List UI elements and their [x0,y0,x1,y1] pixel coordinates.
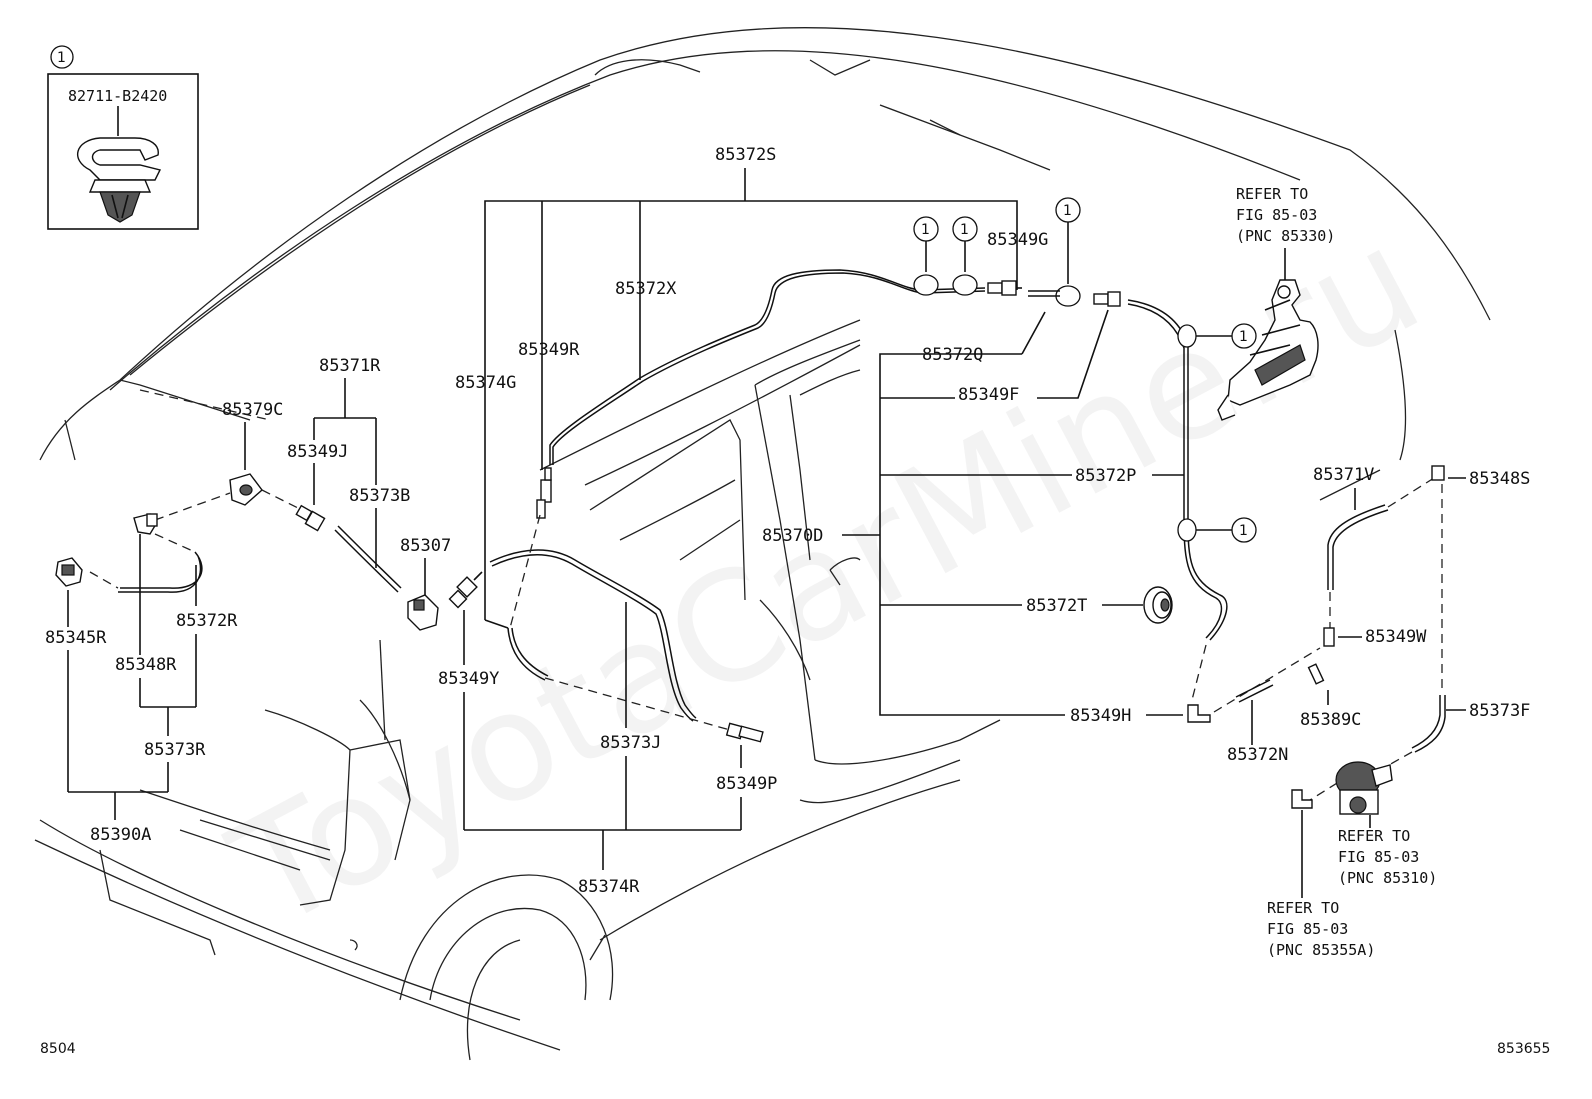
label-85371r: 85371R [319,356,381,376]
label-85372s: 85372S [715,145,776,165]
connector-85349y [448,571,483,609]
connector-85349g [987,280,1022,296]
label-85372x: 85372X [615,279,677,299]
label-85371v: 85371V [1313,465,1374,485]
bracket-85370d: 85372Q 85349F 85372P 85370D 85372T 85349… [762,309,1184,726]
callout-markers-top: 1 1 1 [913,197,1081,307]
connector-85349j [295,504,326,532]
svg-text:(PNC 85330): (PNC 85330) [1236,227,1335,245]
nozzle-85345r-icon [55,557,83,587]
hose-85372q [1028,290,1060,297]
label-85349p: 85349P [716,774,777,794]
svg-text:1: 1 [1063,203,1072,219]
left-assembly: 85371R 85379C 85349J 85373B 85307 [222,356,451,598]
svg-text:FIG 85-03: FIG 85-03 [1236,206,1317,224]
label-85389c: 85389C [1300,710,1361,730]
label-85372n: 85372N [1227,745,1288,765]
hose-85372r [118,551,203,593]
svg-text:(PNC 85310): (PNC 85310) [1338,869,1437,887]
page-code-left: 8504 [40,1041,76,1057]
nozzle-85307-icon [407,594,439,631]
inset-marker: 1 [57,50,66,66]
tee-85349w [1323,627,1335,647]
label-85373j: 85373J [600,733,661,753]
label-85307: 85307 [400,536,451,556]
hose-85374g-piece [507,627,549,681]
connector-85349f [1093,291,1121,307]
label-85374r: 85374R [578,877,640,897]
label-85349j: 85349J [287,442,348,462]
connector-85349r [536,467,552,519]
right-assembly: 85371V 85348S 85349W 85389C 85373F [1300,465,1530,801]
bracket-85390a: 85345R 85348R 85372R 85373R 85390A [45,534,238,845]
label-85372q: 85372Q [922,345,983,365]
svg-text:REFER TO: REFER TO [1236,185,1308,203]
elbow-85355a [1291,789,1313,898]
label-85348s: 85348S [1469,469,1530,489]
refer-note-85310: REFER TO FIG 85-03 (PNC 85310) [1338,827,1437,887]
svg-text:FIG 85-03: FIG 85-03 [1338,848,1419,866]
label-85373r: 85373R [144,740,206,760]
elbow-85348s [1431,465,1445,481]
label-85373f: 85373F [1469,701,1530,721]
hose-85372x-inner [552,272,986,465]
hose-85372x [549,269,986,465]
label-85372r: 85372R [176,611,238,631]
label-85349h: 85349H [1070,706,1131,726]
label-85370d: 85370D [762,526,823,546]
grommet-85379c [229,473,263,506]
grommet-85372t [1143,586,1173,624]
svg-text:FIG 85-03: FIG 85-03 [1267,920,1348,938]
refer-note-85355a: REFER TO FIG 85-03 (PNC 85355A) [1267,899,1375,959]
bracket-85372s: 85372S 85372X 85349R 85374G [455,145,1018,620]
clip-icon [77,137,162,223]
elbow-85348r [133,513,158,535]
washer-tank-icon [1217,248,1319,421]
label-85349w: 85349W [1365,627,1427,647]
label-85373b: 85373B [349,486,410,506]
refer-note-85330: REFER TO FIG 85-03 (PNC 85330) [1236,185,1335,245]
label-85349g: 85349G [987,230,1048,250]
connector-85349p [725,722,764,743]
hose-85373b [334,525,402,593]
label-85349f: 85349F [958,385,1019,405]
callout-marker-icon [50,45,74,69]
page-code-right: 853655 [1497,1041,1550,1057]
hose-85372p [1127,299,1228,641]
svg-text:1: 1 [1239,329,1248,345]
label-85374g: 85374G [455,373,516,393]
label-85349y: 85349Y [438,669,499,689]
inset-box: 1 82711-B2420 [47,45,199,230]
label-85379c: 85379C [222,400,283,420]
vehicle-outline [34,27,1491,1061]
hose-85373j [489,549,697,722]
inset-part-number: 82711-B2420 [68,87,167,105]
hose-85372n: 85372N [1227,679,1288,765]
hose-85372p-inner [1127,303,1223,639]
svg-text:1: 1 [1239,523,1248,539]
middle-assembly: 85349Y 85349P 85373J 85374R [438,514,777,897]
svg-text:REFER TO: REFER TO [1267,899,1339,917]
washer-pump-icon [1335,761,1393,828]
svg-text:(PNC 85355A): (PNC 85355A) [1267,941,1375,959]
svg-text:1: 1 [921,222,930,238]
label-85372p: 85372P [1075,466,1136,486]
label-85372t: 85372T [1026,596,1087,616]
watermark: ToyotaCarMine.ru [207,194,1447,963]
svg-text:ToyotaCarMine.ru: ToyotaCarMine.ru [207,194,1447,963]
svg-text:REFER TO: REFER TO [1338,827,1410,845]
label-85349r: 85349R [518,340,580,360]
label-85348r: 85348R [115,655,177,675]
elbow-85349h [1187,704,1211,723]
label-85390a: 85390A [90,825,151,845]
label-85345r: 85345R [45,628,107,648]
callout-markers-right: 1 1 [1177,323,1257,543]
svg-text:1: 1 [960,222,969,238]
clip-85389c [1307,663,1325,685]
